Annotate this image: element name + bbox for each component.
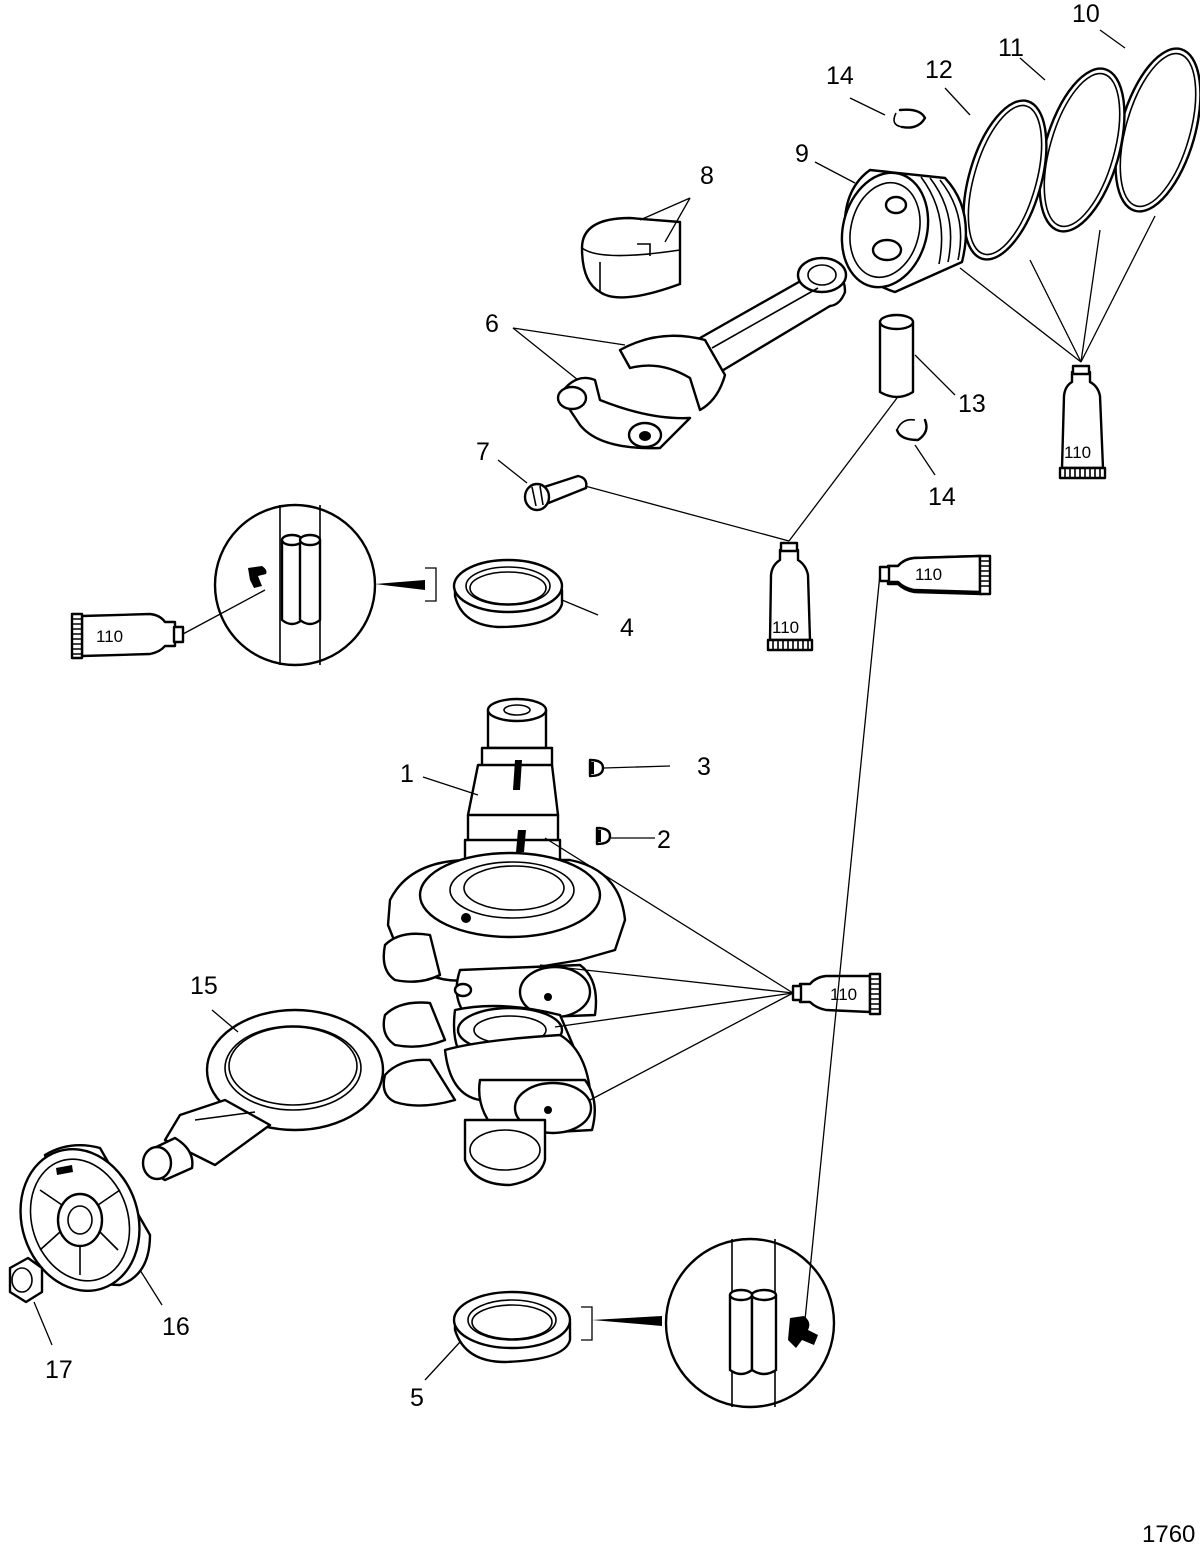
connecting-rod-bearing: [580, 216, 682, 299]
callout-5: 5: [410, 1384, 424, 1412]
callout-17: 17: [45, 1356, 73, 1384]
callout-14-upper: 14: [826, 62, 854, 90]
lubricant-tube-middle: 110: [766, 541, 814, 652]
callout-3: 3: [697, 753, 711, 781]
callout-6: 6: [485, 310, 499, 338]
callout-11: 11: [998, 34, 1024, 62]
lubricant-tube-crankshaft: 110: [791, 972, 882, 1016]
drive-pulley: [19, 1144, 152, 1292]
leader-lines: [33, 29, 1156, 1381]
callout-4: 4: [620, 614, 634, 642]
tube-label-middle: 110: [772, 618, 799, 637]
lower-detail-bracket: [581, 1306, 662, 1341]
connecting-rod: [556, 256, 848, 450]
callout-8: 8: [700, 162, 714, 190]
lubricant-tube-lower-right: [886, 556, 984, 596]
callout-12: 12: [925, 56, 953, 84]
connecting-rod-bolt: [523, 474, 588, 512]
piston-ring-12: [962, 99, 1048, 261]
hex-nut: [8, 1256, 44, 1304]
callouts: 10 11 12 14 9 8 6 13 7 14 4 3 1 2 15 16 …: [45, 0, 1195, 1548]
lubricant-tube-lower-seal: [878, 554, 992, 596]
callout-7: 7: [476, 438, 490, 466]
figure-number: 1760: [1142, 1521, 1195, 1548]
piston: [840, 168, 968, 294]
lower-crankshaft-seal: [452, 1290, 572, 1364]
callout-2: 2: [657, 826, 671, 854]
piston-pin-circlip-upper: [893, 108, 927, 129]
lower-seal-detail-view: [664, 1237, 836, 1409]
callout-13: 13: [958, 390, 986, 418]
lubricant-tube-upper-right: 110: [1058, 364, 1107, 480]
woodruff-key-2: [595, 826, 612, 846]
piston-ring-10: [1114, 47, 1200, 213]
lubricant-tube-left: 110: [70, 612, 185, 660]
callout-9: 9: [795, 140, 809, 168]
piston-pin: [878, 313, 915, 399]
upper-crankshaft-seal: [452, 558, 564, 629]
callout-1: 1: [400, 760, 414, 788]
upper-detail-bracket: [375, 567, 437, 602]
tube-label-left: 110: [96, 627, 123, 646]
lower-bearing-ring: [141, 1008, 385, 1182]
callout-10: 10: [1072, 0, 1100, 28]
woodruff-key-3: [588, 758, 605, 778]
upper-seal-detail-view: [213, 503, 377, 667]
callout-14-lower: 14: [928, 483, 956, 511]
callout-15: 15: [190, 972, 218, 1000]
piston-pin-circlip-lower: [895, 418, 928, 442]
tube-label-lower-seal: 110: [915, 565, 942, 584]
tube-label-upper-right: 110: [1064, 443, 1091, 462]
tube-label-crankshaft: 110: [830, 985, 857, 1004]
crankshaft: [382, 697, 627, 1187]
callout-16: 16: [162, 1313, 190, 1341]
